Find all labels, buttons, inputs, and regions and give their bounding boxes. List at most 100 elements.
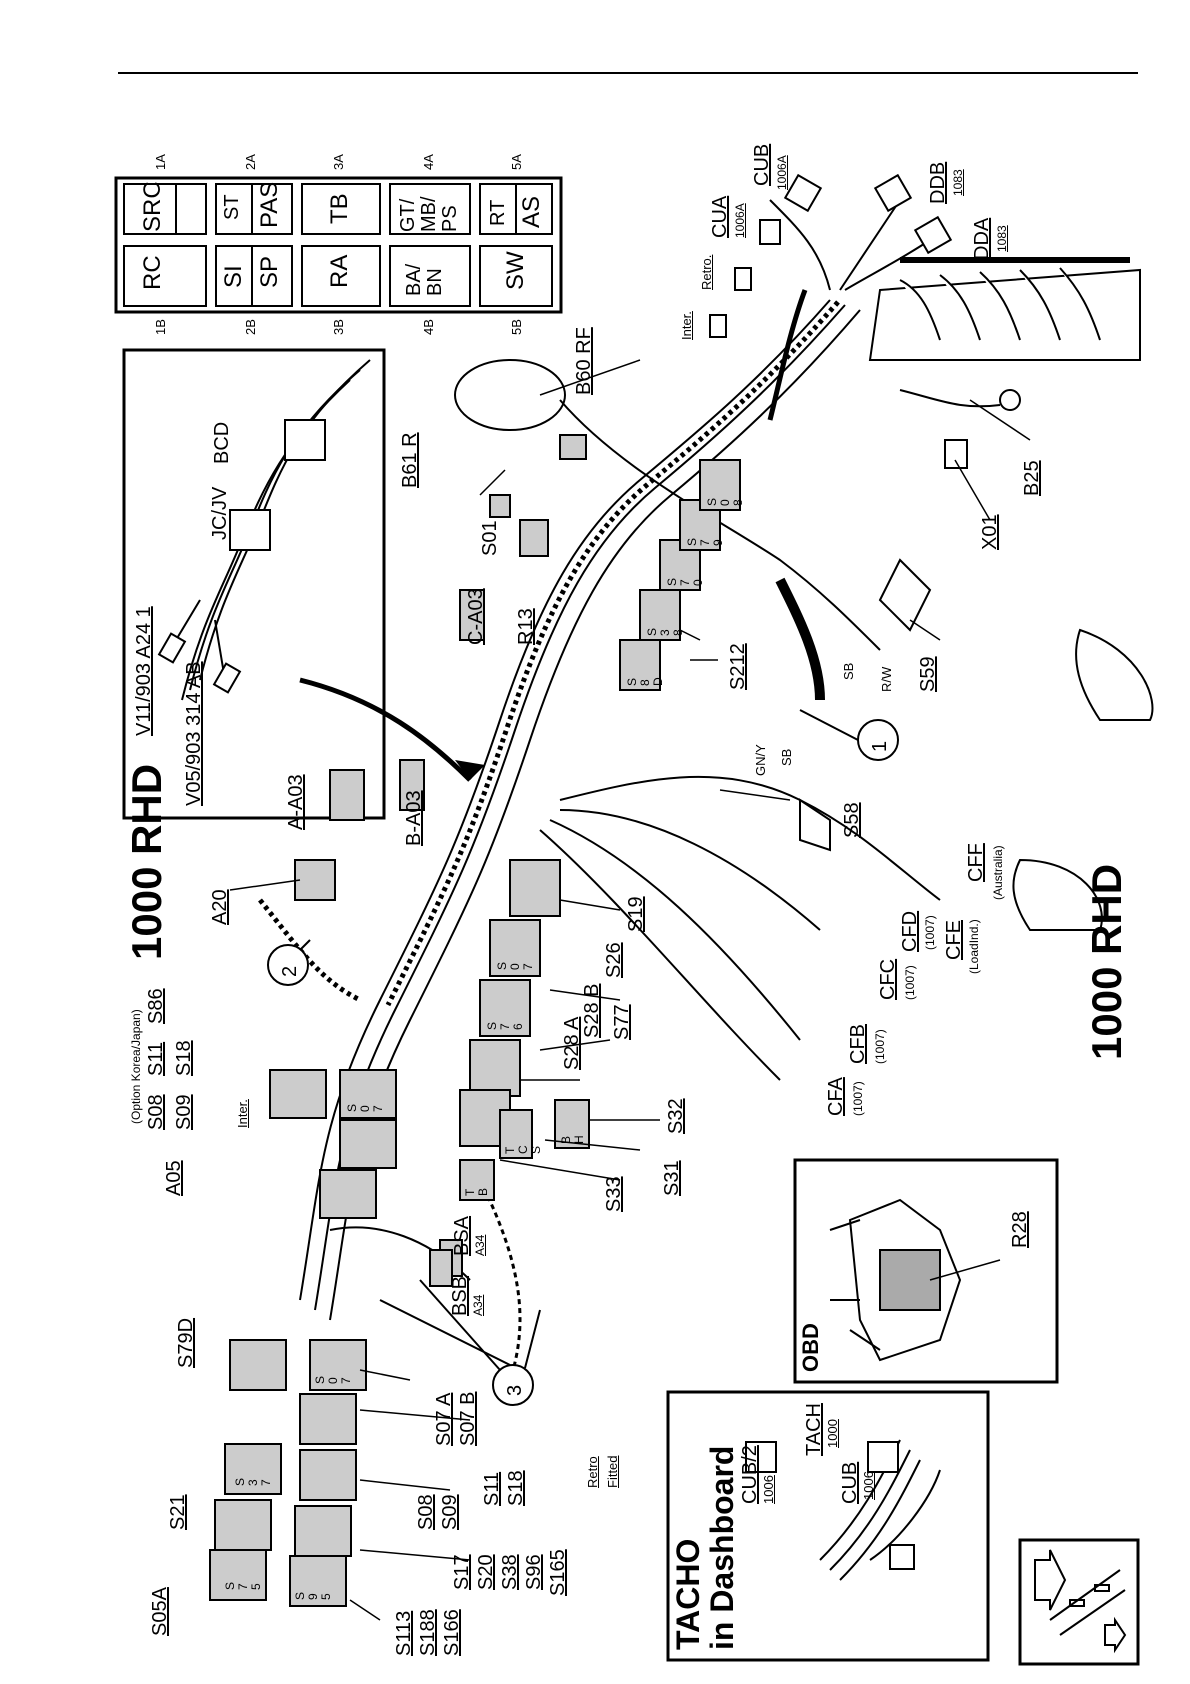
label-sb-wire-2: SB (779, 748, 794, 766)
label-s59: S59 (917, 656, 939, 692)
label-ddb-n: 1083 (951, 169, 965, 196)
label-x01: X01 (979, 514, 1001, 550)
switch-glyph-s212-4: S 7 9 (685, 537, 726, 546)
label-s17: S17 (451, 1554, 473, 1590)
relay-si: SI (220, 265, 247, 288)
callout-circles (267, 709, 899, 1406)
label-s58: S58 (841, 802, 863, 838)
label-s18-bottom: S18 (505, 1470, 527, 1506)
relay-st: ST (221, 194, 243, 220)
label-s113: S113 (393, 1610, 415, 1656)
label-jcjv: JC/JV (209, 486, 231, 540)
connector-blocks (209, 434, 741, 1607)
label-dda-n: 1083 (995, 225, 1009, 252)
label-b60-rf: B60 RF (573, 327, 595, 395)
label-dda: DDA (971, 217, 993, 260)
label-cff: CFF (965, 843, 987, 882)
label-s07b: S07 B (457, 1391, 479, 1446)
label-a05: A05 (163, 1160, 185, 1196)
label-s165: S165 (547, 1549, 569, 1596)
label-s20: S20 (475, 1554, 497, 1590)
label-s09-bottom: S09 (439, 1494, 461, 1530)
row-label-4b: 4B (421, 319, 436, 335)
callout-3: 3 (504, 1384, 526, 1396)
label-bsa: BSA (451, 1215, 473, 1256)
switch-glyph-low-2: S 7 5 (223, 1581, 264, 1590)
label-s79d: S79D (175, 1317, 197, 1368)
label-s28b: S28 B (581, 983, 603, 1038)
row-label-3a: 3A (331, 154, 346, 170)
label-r28: R28 (1009, 1211, 1031, 1248)
label-cub2: CUB/2 (739, 1445, 761, 1504)
switch-glyph-bh: B H (559, 1135, 587, 1144)
switch-glyph-s212-5: S 0 8 (705, 497, 746, 506)
label-cub2-n: 1006 (761, 1475, 776, 1504)
relay-rt: RT (487, 199, 509, 226)
label-b-a03: B-A03 (403, 790, 425, 846)
relay-pas: PAS (256, 181, 283, 228)
relay-ba-bn: BA/ BN (403, 263, 446, 296)
label-a20: A20 (209, 889, 231, 925)
label-s33: S33 (603, 1176, 625, 1212)
switch-glyph-s212-1: S 8 D (625, 677, 666, 686)
label-s166: S166 (441, 1609, 463, 1656)
label-option-korea-japan: (Option Korea/Japan) (129, 1009, 143, 1124)
relay-ra: RA (326, 254, 353, 288)
label-s86: S86 (145, 988, 167, 1024)
label-s11-top: S11 (145, 1041, 167, 1076)
row-label-1b: 1B (153, 319, 168, 335)
row-label-5b: 5B (509, 319, 524, 335)
row-label-3b: 3B (331, 319, 346, 335)
label-v05: V05/903 314 AB (183, 661, 205, 806)
switch-glyph-s212-2: S 3 8 (645, 627, 686, 636)
row-label-4a: 4A (421, 154, 436, 170)
relay-tb: TB (326, 193, 353, 224)
label-cfe: CFE (943, 920, 965, 960)
label-s05a: S05A (149, 1587, 171, 1636)
label-bsa-n: A34 (473, 1234, 487, 1256)
label-s11-bottom: S11 (481, 1471, 503, 1506)
label-r13: R13 (515, 608, 537, 645)
label-s18-top: S18 (173, 1040, 195, 1076)
top-right-cluster (709, 173, 1141, 361)
relay-rc: RC (139, 255, 166, 290)
label-a-a03: A-A03 (285, 774, 307, 830)
label-s188: S188 (417, 1609, 439, 1656)
label-cfd: CFD (899, 910, 921, 952)
label-cfc-note: (1007) (903, 965, 917, 1000)
switch-glyph-left-1: S 0 7 (345, 1103, 386, 1112)
label-s212: S212 (727, 643, 749, 690)
label-cua: CUA (709, 195, 731, 238)
misc-components (454, 359, 1154, 931)
label-ddb: DDB (927, 161, 949, 204)
direction-icon-frame (1018, 1538, 1140, 1666)
switch-glyph-low-4: S 9 5 (293, 1591, 334, 1600)
label-fitted: Fitted (605, 1455, 620, 1488)
title-1000-rhd-left: 1000 RHD (123, 763, 170, 960)
callout-2: 2 (279, 965, 301, 977)
label-s96: S96 (523, 1554, 545, 1590)
label-s08-bottom: S08 (415, 1494, 437, 1530)
label-cfc: CFC (877, 958, 899, 1000)
label-s38: S38 (499, 1554, 521, 1590)
label-bsb: BSB (449, 1275, 471, 1316)
label-cfe-note: (LoadInd.) (967, 919, 981, 974)
tacho-harness (745, 1439, 941, 1581)
switch-glyph-s212-3: S 7 0 (665, 577, 706, 586)
leader-lines (229, 359, 1031, 1621)
relay-matrix (114, 176, 563, 314)
switch-glyph-mid-2: S 7 6 (485, 1021, 526, 1030)
label-cfa: CFA (825, 1077, 847, 1116)
switch-glyph-low-1: S 3 7 (233, 1477, 274, 1486)
relay-sw: SW (502, 251, 529, 290)
label-s28a: S28 A (561, 1016, 583, 1070)
label-rw-wire: R/W (879, 666, 894, 692)
switch-glyph-mid-1: S 0 7 (495, 961, 536, 970)
tacho-frame (666, 1390, 990, 1662)
obd-connector (829, 1198, 962, 1362)
label-s77: S77 (611, 1004, 633, 1040)
relay-src: SRC (139, 181, 166, 232)
label-inter-mid: Inter. (235, 1099, 250, 1128)
label-v11: V11/903 A24 1 (133, 606, 155, 736)
